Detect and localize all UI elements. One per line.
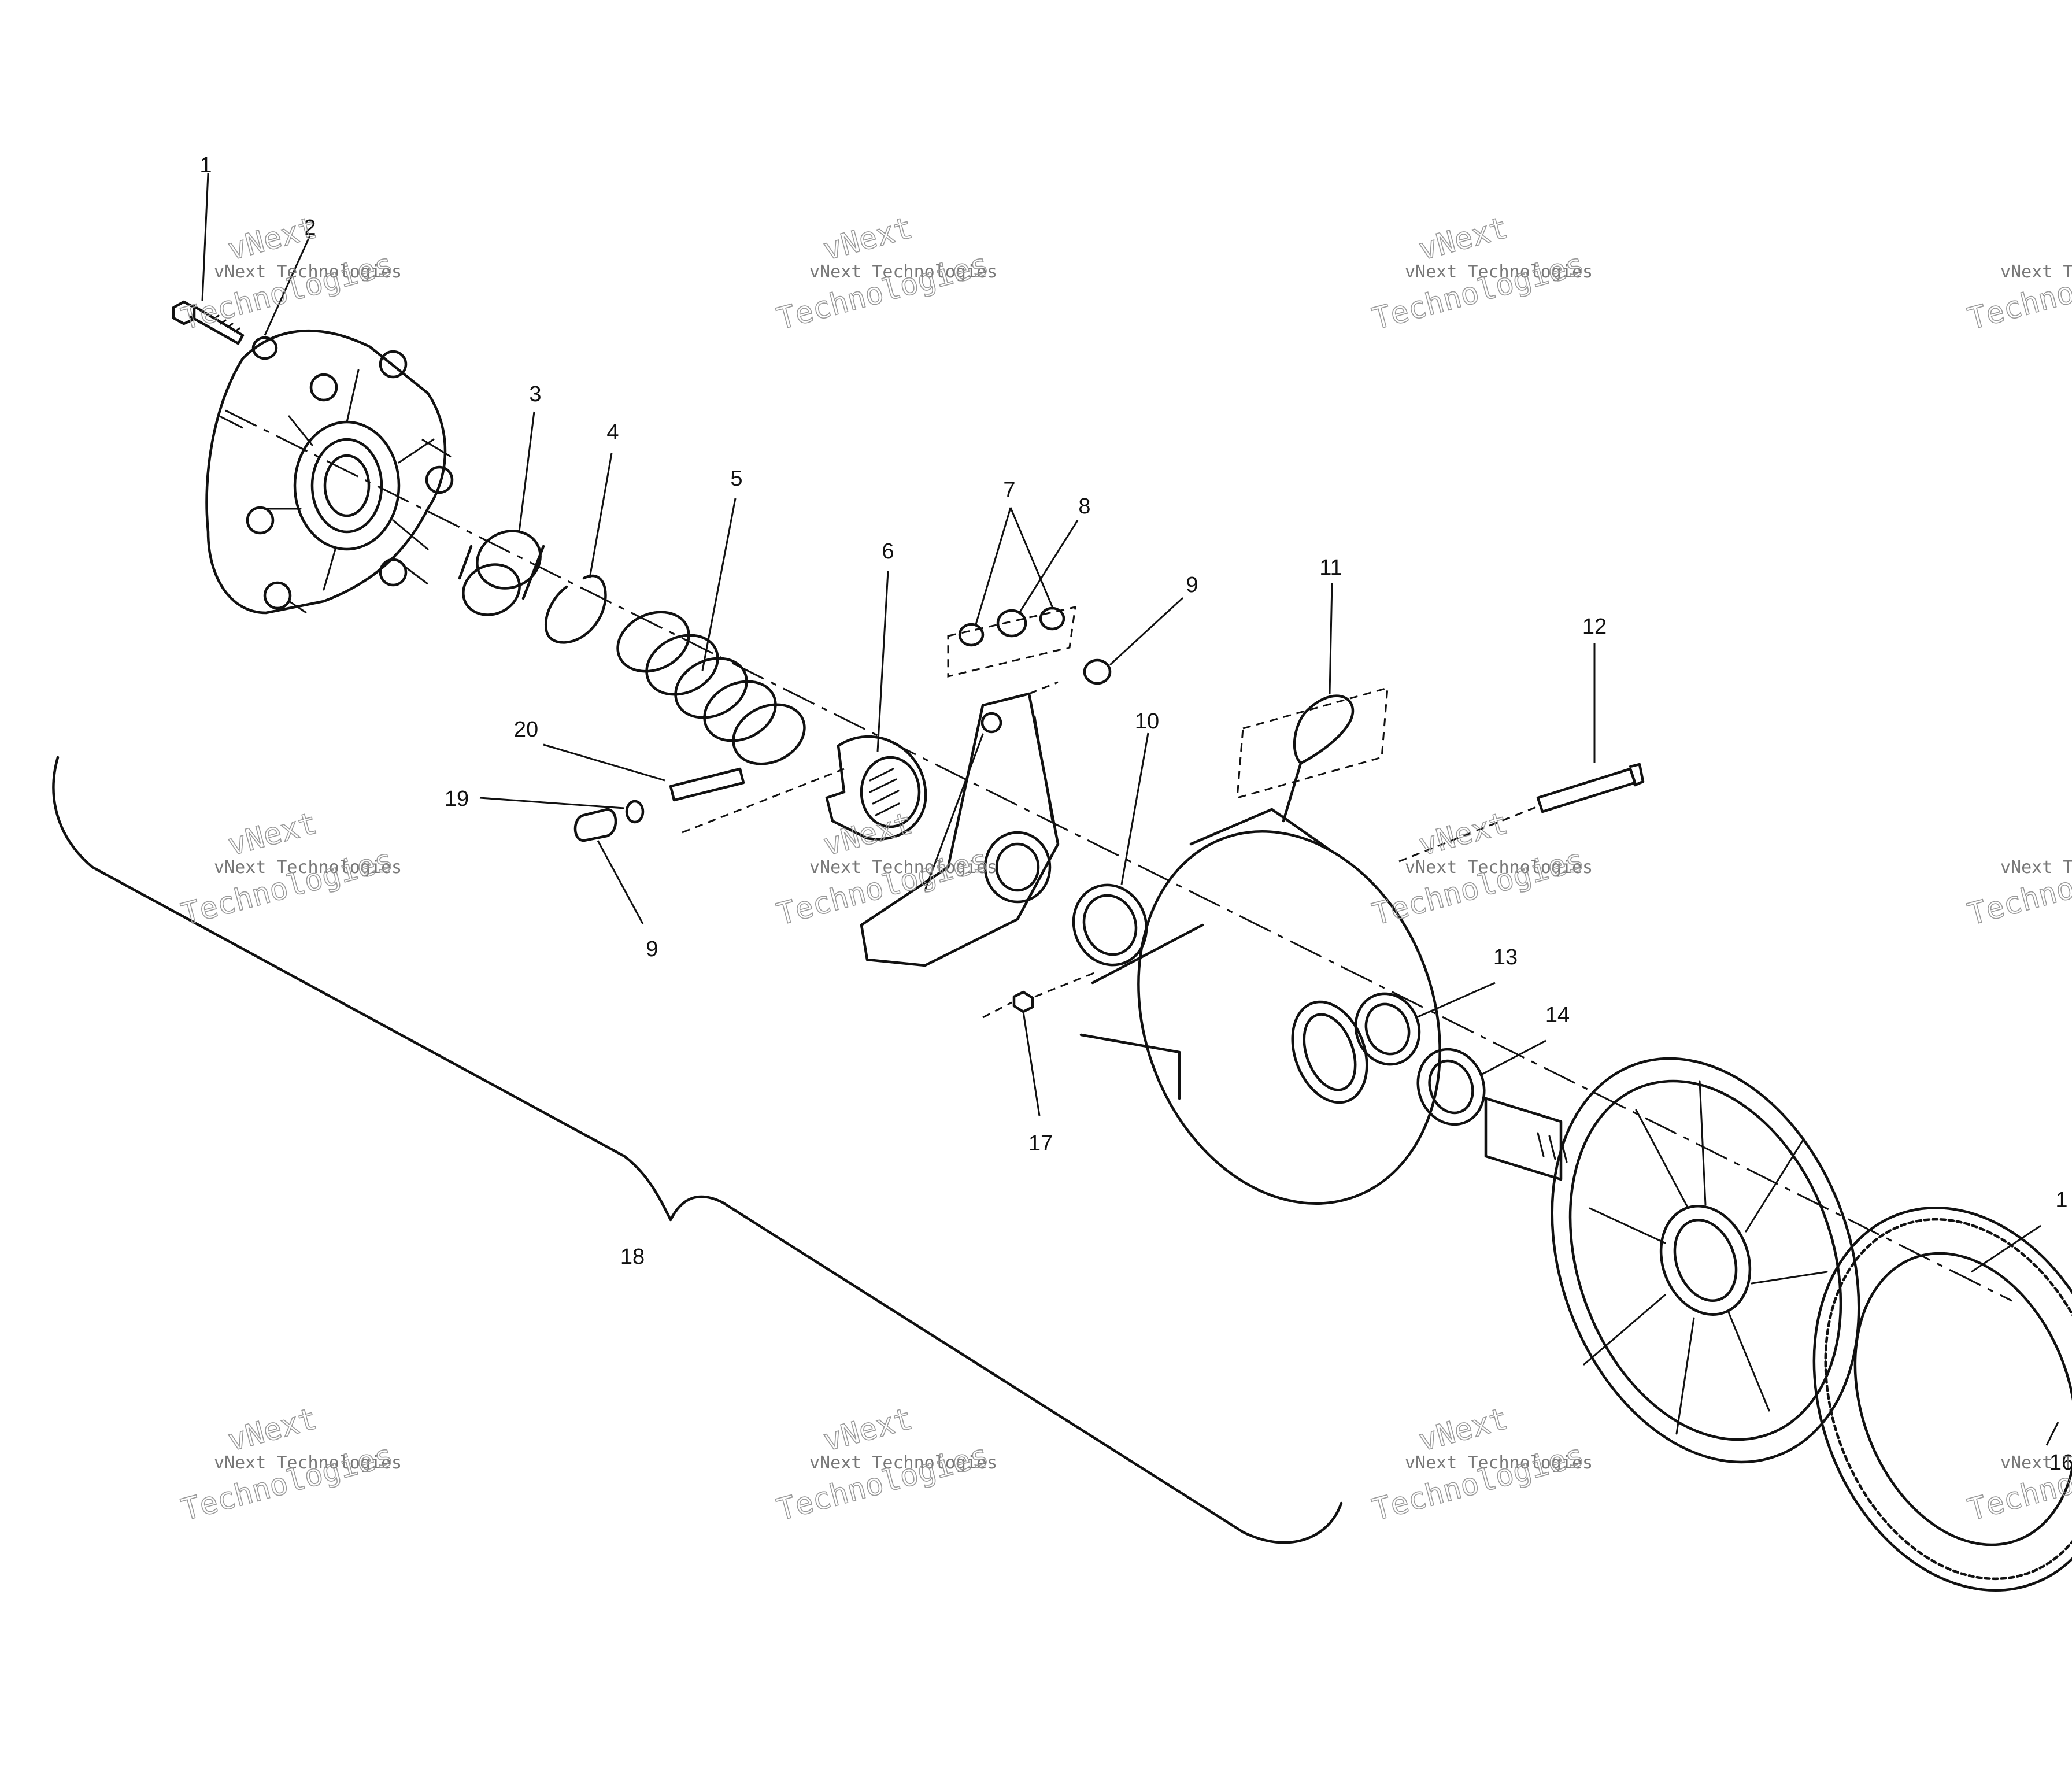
callout-8: 8 <box>1078 494 1090 519</box>
callout-18: 18 <box>620 1245 645 1269</box>
watermark-8: vNext Technologies Technologies <box>1964 842 2072 933</box>
svg-text:Technologies: Technologies <box>1369 247 1588 336</box>
part-slider-top[interactable] <box>1083 658 1112 685</box>
svg-text:vNext: vNext <box>1415 1401 1512 1458</box>
part-nut[interactable] <box>1012 990 1034 1013</box>
svg-text:vNext Technologies: vNext Technologies <box>1405 1453 1593 1473</box>
svg-text:Technologies: Technologies <box>774 1438 992 1527</box>
watermark-5: vNext Technologies vNext Technologies <box>177 805 402 933</box>
svg-text:vNext Technologies: vNext Technologies <box>2000 262 2072 282</box>
svg-text:vNext Technologies: vNext Technologies <box>1405 262 1593 282</box>
watermark-11: vNext Technologies vNext Technologies <box>1368 1401 1593 1528</box>
svg-text:vNext: vNext <box>1415 806 1512 863</box>
callout-3: 3 <box>529 382 541 406</box>
svg-text:vNext Technologies: vNext Technologies <box>214 857 402 878</box>
center-axis-line <box>225 409 2012 1302</box>
svg-text:vNext Technologies: vNext Technologies <box>809 262 997 282</box>
callout-20: 20 <box>514 717 538 742</box>
part-spring[interactable] <box>608 601 815 775</box>
svg-text:Technologies: Technologies <box>1369 842 1588 932</box>
watermark-12: vNext Technologies Technologies <box>1964 1438 2072 1529</box>
svg-text:vNext Technologies: vNext Technologies <box>1405 857 1593 878</box>
callout-labels: 1 2 3 4 5 6 7 8 9 9 10 11 12 13 14 1 16 … <box>199 153 2072 1475</box>
svg-text:vNext Technologies: vNext Technologies <box>214 1453 402 1473</box>
assembly-brace <box>52 756 1343 1544</box>
svg-text:vNext: vNext <box>820 1401 916 1458</box>
part-snap-ring[interactable] <box>544 574 607 644</box>
part-movable-sheave[interactable] <box>1079 789 1490 1246</box>
svg-text:Technologies: Technologies <box>1964 247 2072 336</box>
part-cam[interactable] <box>825 735 927 841</box>
callout-6: 6 <box>882 539 894 564</box>
part-thrust-washer[interactable] <box>1063 875 1157 975</box>
svg-text:Technologies: Technologies <box>774 247 992 336</box>
callout-12: 12 <box>1582 615 1607 639</box>
part-pin-set[interactable] <box>574 767 745 842</box>
svg-text:Technologies: Technologies <box>178 842 397 932</box>
callout-16: 16 <box>2049 1451 2072 1475</box>
part-pin[interactable] <box>1536 763 1645 813</box>
callout-15: 1 <box>2055 1188 2067 1212</box>
svg-text:vNext: vNext <box>224 210 321 267</box>
part-fixed-sheave[interactable] <box>1484 1015 1912 1505</box>
callout-9-top: 9 <box>1186 573 1198 597</box>
callout-5: 5 <box>730 467 742 491</box>
watermark-4: vNext Technologies Technologies <box>1964 247 2072 338</box>
svg-text:vNext Technologies: vNext Technologies <box>809 857 997 878</box>
svg-text:vNext Technologies: vNext Technologies <box>809 1453 997 1473</box>
svg-text:Technologies: Technologies <box>1369 1438 1588 1527</box>
watermark-1: vNext Technologies vNext Technologies <box>177 210 402 337</box>
svg-text:vNext: vNext <box>224 1401 321 1458</box>
callout-10: 10 <box>1135 709 1159 734</box>
leader-lines <box>201 173 2059 1446</box>
callout-11: 11 <box>1319 556 1342 580</box>
svg-text:Technologies: Technologies <box>178 1438 397 1527</box>
callout-2: 2 <box>304 216 316 240</box>
callout-19: 19 <box>445 787 469 811</box>
part-bolt[interactable] <box>172 300 245 345</box>
callout-13: 13 <box>1493 945 1518 970</box>
svg-text:vNext: vNext <box>820 210 916 267</box>
pin-set-axis-line <box>682 768 845 834</box>
watermark-6: vNext Technologies vNext Technologies <box>773 805 997 933</box>
svg-text:vNext: vNext <box>1415 210 1512 267</box>
callout-4: 4 <box>606 420 619 445</box>
svg-text:Technologies: Technologies <box>1964 842 2072 932</box>
svg-text:vNext Technologies: vNext Technologies <box>214 262 402 282</box>
part-spider-arm[interactable] <box>860 681 1060 967</box>
watermark-10: vNext Technologies vNext Technologies <box>773 1401 997 1528</box>
svg-text:vNext Technologies: vNext Technologies <box>2000 857 2072 878</box>
callout-9-bottom: 9 <box>646 937 658 961</box>
part-weight-bracket[interactable] <box>1236 686 1389 823</box>
callout-1: 1 <box>199 153 212 177</box>
svg-text:Technologies: Technologies <box>178 247 397 336</box>
pin-axis-line <box>1398 805 1538 863</box>
part-cover-plate[interactable] <box>205 329 454 615</box>
callout-14: 14 <box>1545 1003 1570 1027</box>
part-spacer[interactable] <box>1408 1040 1494 1134</box>
svg-text:Technologies: Technologies <box>774 842 992 932</box>
svg-text:vNext Technologies: vNext Technologies <box>2000 1453 2072 1473</box>
callout-7: 7 <box>1003 478 1015 502</box>
watermark-2: vNext Technologies vNext Technologies <box>773 210 997 337</box>
watermark-3: vNext Technologies vNext Technologies <box>1368 210 1593 337</box>
svg-text:vNext: vNext <box>224 806 321 863</box>
watermark-7: vNext Technologies vNext Technologies <box>1368 805 1593 933</box>
callout-17: 17 <box>1028 1131 1053 1156</box>
part-ring-gear[interactable] <box>1763 1165 2072 1633</box>
part-rollers[interactable] <box>947 606 1076 678</box>
part-bushing[interactable] <box>455 521 550 624</box>
part-bearing[interactable] <box>1346 985 1429 1073</box>
nut-axis-line <box>982 970 1099 1019</box>
watermark-9: vNext Technologies vNext Technologies <box>177 1401 402 1528</box>
